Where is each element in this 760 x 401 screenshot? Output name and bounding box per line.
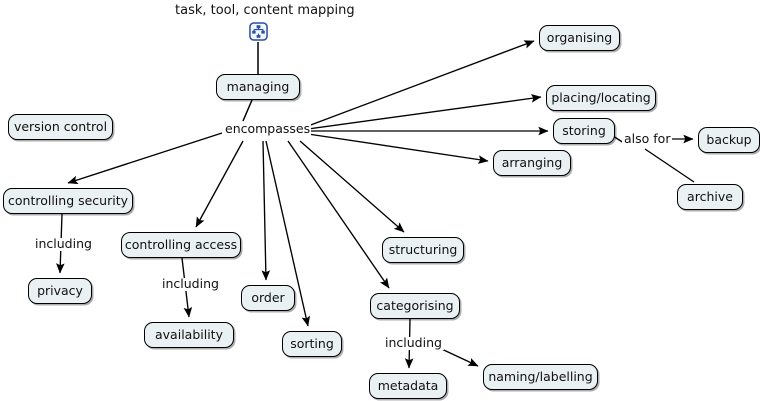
- node-privacy[interactable]: privacy: [28, 278, 92, 304]
- node-naming-labelling[interactable]: naming/labelling: [483, 364, 598, 390]
- edge-encompasses-arranging: [307, 133, 489, 164]
- node-controlling-security[interactable]: controlling security: [3, 188, 133, 214]
- node-storing[interactable]: storing: [553, 118, 615, 144]
- edge-encompasses-organising: [307, 40, 535, 127]
- node-controlling-access[interactable]: controlling access: [121, 232, 241, 258]
- node-placing-locating[interactable]: placing/locating: [546, 85, 656, 111]
- edge-encompasses-order: [261, 140, 271, 281]
- edge-encompasses-controlling-access: [195, 140, 244, 228]
- node-managing[interactable]: managing: [216, 74, 300, 100]
- node-organising[interactable]: organising: [539, 25, 620, 51]
- edge-encompasses-placing-locating: [307, 94, 542, 130]
- node-metadata[interactable]: metadata: [369, 373, 447, 399]
- node-structuring[interactable]: structuring: [382, 237, 464, 263]
- link-label-also-for: also for: [622, 131, 673, 146]
- node-order[interactable]: order: [241, 285, 295, 311]
- hierarchy-map-icon[interactable]: [249, 22, 268, 41]
- hub-label-encompasses: encompasses: [224, 121, 312, 136]
- node-backup[interactable]: backup: [698, 127, 760, 153]
- link-label-including-access: including: [160, 276, 221, 291]
- edge-encompasses-categorising: [287, 140, 390, 289]
- node-archive[interactable]: archive: [677, 184, 743, 210]
- edge-encompasses-structuring: [299, 140, 405, 233]
- edge-managing-encompasses: [242, 99, 253, 122]
- edge-encompasses-controlling-security: [67, 132, 223, 185]
- link-label-including-categorising: including: [383, 335, 444, 350]
- node-categorising[interactable]: categorising: [370, 293, 460, 319]
- edge-alsofor-archive: [644, 148, 695, 183]
- edge-encompasses-sorting: [265, 140, 311, 327]
- node-sorting[interactable]: sorting: [282, 331, 342, 357]
- node-arranging[interactable]: arranging: [493, 150, 571, 176]
- page-title: task, tool, content mapping: [175, 3, 355, 18]
- node-availability[interactable]: availability: [144, 322, 234, 348]
- node-version-control[interactable]: version control: [8, 114, 113, 140]
- link-label-including-security: including: [33, 236, 94, 251]
